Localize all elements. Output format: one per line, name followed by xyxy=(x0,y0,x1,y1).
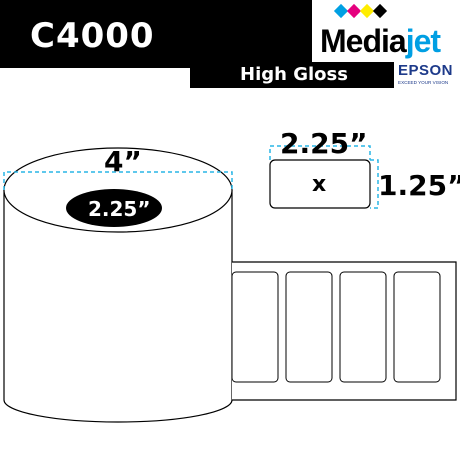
roll-width-guide xyxy=(3,171,233,190)
label-width-guide xyxy=(269,145,371,160)
epson-logo-text: EPSON xyxy=(398,62,454,79)
product-code: C4000 xyxy=(30,16,155,56)
roll-width-label: 4” xyxy=(104,145,142,178)
roll-label xyxy=(231,271,279,383)
label-height-guide xyxy=(370,159,379,209)
roll-body xyxy=(3,190,233,423)
header-material-tab xyxy=(190,62,394,88)
roll-label xyxy=(339,271,387,383)
dimension-separator: x xyxy=(312,172,327,197)
mediajet-logo: Mediajet EPSON EXCEED YOUR VISION xyxy=(318,0,460,92)
label-diagram xyxy=(269,159,371,209)
epson-tagline: EXCEED YOUR VISION xyxy=(398,80,449,85)
roll-core xyxy=(66,189,162,227)
material-name: High Gloss Synthetic xyxy=(240,64,348,107)
label-width-value: 2.25” xyxy=(280,127,368,160)
roll-label xyxy=(393,271,441,383)
label-height-value: 1.25” xyxy=(378,169,460,202)
core-diameter-label: 2.25” xyxy=(88,197,151,221)
logo-wordmark: Mediajet xyxy=(320,23,441,59)
header-band xyxy=(0,0,312,68)
roll-label xyxy=(285,271,333,383)
